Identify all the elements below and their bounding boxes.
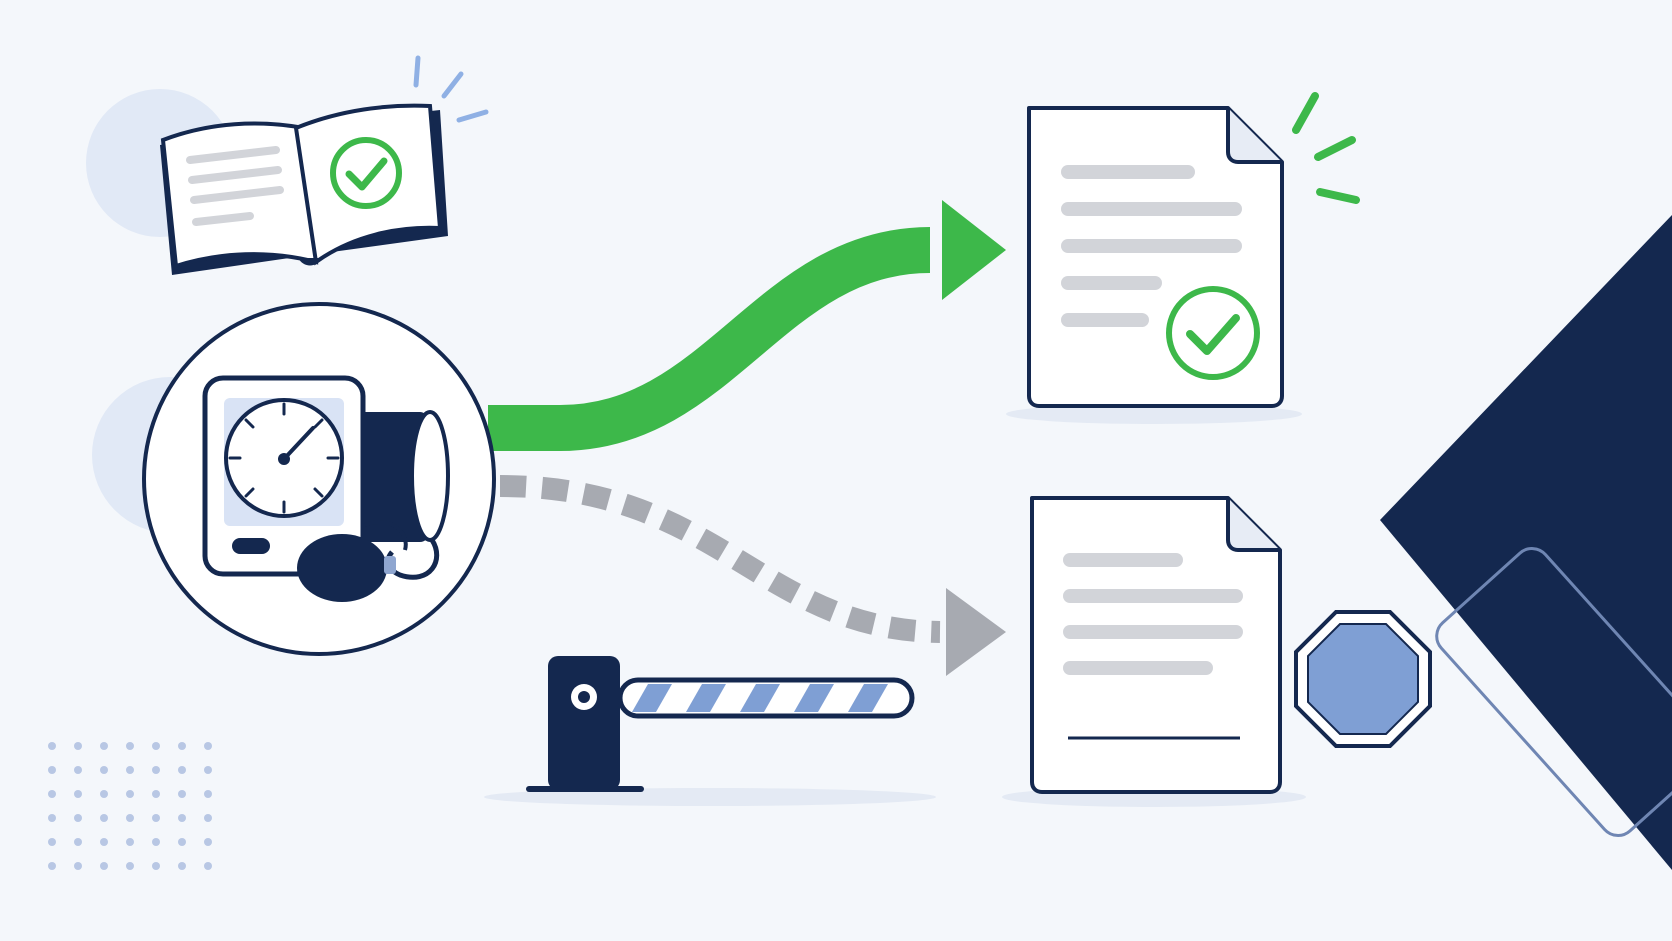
stop-sign-icon — [1294, 610, 1432, 748]
barrier-gate-icon — [484, 656, 936, 806]
blood-pressure-monitor-icon — [142, 302, 496, 656]
decorative-diamond — [1380, 215, 1672, 870]
approved-path-arrow — [488, 200, 1006, 451]
inflation-bulb-icon — [297, 534, 387, 602]
document-check-badge-icon — [1166, 286, 1260, 380]
manual-book-check-icon — [160, 55, 489, 275]
blocked-path-arrow — [499, 475, 1006, 676]
approved-document-icon — [1006, 92, 1360, 424]
blocked-document-icon — [1002, 496, 1306, 807]
check-badge-icon — [330, 137, 402, 209]
decorative-dot-grid — [48, 742, 212, 870]
